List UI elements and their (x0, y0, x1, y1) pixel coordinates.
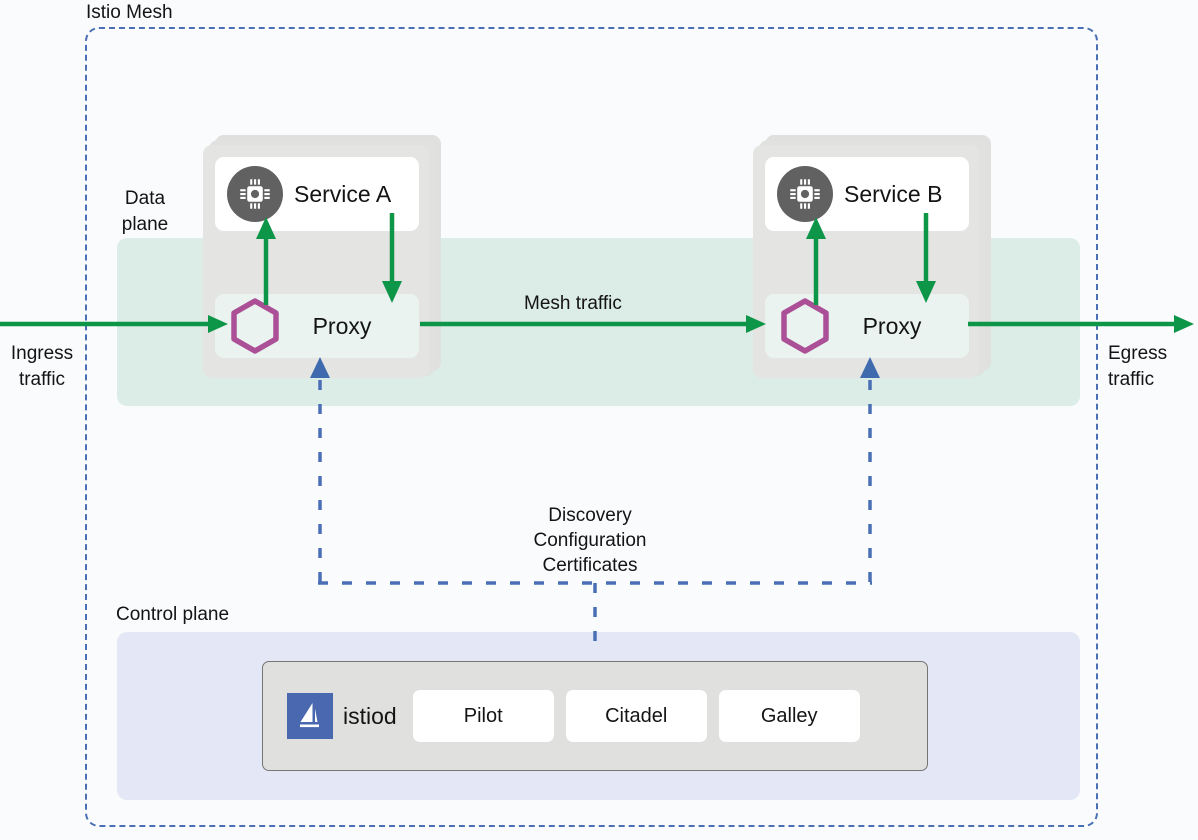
control-plane-label: Control plane (116, 604, 230, 625)
service-card-a[interactable]: Service A (215, 157, 419, 231)
cpu-chip-icon (227, 166, 283, 222)
proxy-b-to-service-b-arrow (806, 217, 826, 305)
istiod-container: istiod Pilot Citadel Galley (262, 661, 928, 771)
istiod-brand[interactable]: istiod (287, 693, 397, 739)
cpu-chip-icon (777, 166, 833, 222)
istiod-components: Pilot Citadel Galley (412, 690, 860, 742)
service-name-b: Service B (844, 180, 943, 207)
proxy-a-to-service-a-arrow (256, 217, 276, 305)
pod-service-b: Service B Proxy (753, 135, 991, 378)
mesh-traffic-label: Mesh traffic (524, 293, 622, 314)
istio-mesh-boundary (85, 27, 1098, 827)
ingress-traffic-arrow (0, 315, 228, 333)
mesh-traffic-arrow (420, 315, 766, 333)
proxy-card-b[interactable]: Proxy (765, 294, 969, 358)
service-b-to-proxy-b-arrow (916, 213, 936, 303)
component-citadel[interactable]: Citadel (565, 690, 707, 742)
config-label-line3: Certificates (542, 555, 638, 576)
proxy-label-b: Proxy (862, 312, 922, 339)
hexagon-icon (229, 297, 281, 355)
config-arrowhead-right (860, 357, 880, 378)
config-arrowhead-left (310, 357, 330, 378)
ingress-traffic-label: Ingress traffic (3, 341, 81, 393)
istio-sailboat-logo (287, 693, 333, 739)
egress-traffic-label: Egress traffic (1108, 341, 1188, 393)
component-pilot[interactable]: Pilot (412, 690, 554, 742)
proxy-card-a[interactable]: Proxy (215, 294, 419, 358)
service-a-to-proxy-a-arrow (382, 213, 402, 303)
hexagon-icon (779, 297, 831, 355)
config-channel-lines (310, 357, 880, 650)
component-galley[interactable]: Galley (718, 690, 860, 742)
egress-label-line2: traffic (1108, 369, 1155, 390)
data-plane-label-line1: Data (124, 188, 166, 209)
service-name-a: Service A (294, 180, 392, 207)
proxy-label-a: Proxy (312, 312, 372, 339)
ingress-label-line1: Ingress (10, 343, 74, 364)
mesh-title: Istio Mesh (86, 2, 173, 23)
egress-traffic-arrow (968, 315, 1194, 333)
data-plane-label-line2: plane (121, 214, 169, 235)
service-card-b[interactable]: Service B (765, 157, 969, 231)
config-channel-label: Discovery Configuration Certificates (500, 503, 680, 578)
ingress-label-line2: traffic (18, 369, 66, 390)
data-plane-label: Data plane (110, 186, 180, 238)
istiod-label: istiod (343, 702, 397, 729)
config-label-line2: Configuration (533, 530, 647, 551)
egress-label-line1: Egress (1108, 343, 1168, 364)
config-label-line1: Discovery (548, 505, 632, 526)
